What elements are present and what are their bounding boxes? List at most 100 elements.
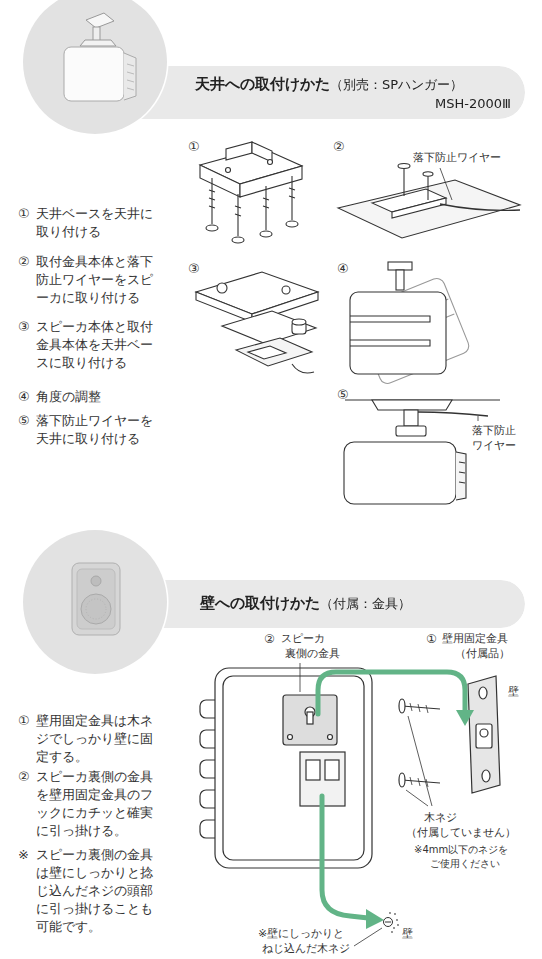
- part-label: 壁: [402, 926, 413, 941]
- bracket-wire-figure: [338, 164, 520, 239]
- step-number: ⑤: [18, 412, 30, 430]
- drawing-stroke: [388, 262, 412, 270]
- drawing-stroke: [292, 319, 306, 325]
- part-label: 壁: [508, 684, 519, 699]
- drawing-stroke: [223, 676, 364, 860]
- step-text: 取付金具本体と落下防止ワイヤーをスピーカに取り付ける: [36, 253, 161, 307]
- drawing-stroke: [344, 442, 456, 504]
- figure-number: ⑤: [337, 386, 349, 404]
- drawing-stroke: [396, 426, 426, 436]
- drawing-stroke: [397, 924, 399, 926]
- part-label: 木ネジ: [424, 810, 457, 825]
- speaker-back: [200, 663, 372, 868]
- step-number: ③: [18, 318, 30, 336]
- part-label: スピーカ: [281, 631, 325, 646]
- drawing-stroke: [72, 563, 120, 635]
- drawing-stroke: [81, 594, 111, 624]
- drawing-stroke: [252, 142, 272, 162]
- drawing-stroke: [391, 931, 393, 933]
- arrow-heads: [366, 710, 474, 929]
- drawing-stroke: [410, 703, 428, 787]
- section-band: 壁への取付けかた（付属：金具）: [120, 580, 525, 628]
- drawing-stroke: [479, 687, 487, 699]
- drawing-stroke: [440, 168, 452, 200]
- drawing-stroke: [260, 231, 272, 237]
- drawing-stroke: [91, 576, 101, 586]
- drawing-stroke: [389, 912, 391, 914]
- section-subheading: （別売：SPハンガー）: [330, 77, 463, 92]
- drawing-stroke: [476, 724, 492, 748]
- drawing-stroke: [64, 47, 124, 101]
- drawing-stroke: [354, 928, 382, 946]
- step-text: スピーカ裏側の金具を壁用固定金具のフックにカチッと確実に引っ掛ける。: [36, 768, 161, 840]
- drawing-stroke: [226, 142, 252, 160]
- drawing-stroke: [232, 237, 244, 243]
- drawing-stroke: [372, 400, 452, 410]
- section-heading: 天井への取付けかた: [195, 75, 330, 93]
- step-text: 壁用固定金具は木ネジでしっかり壁に固定する。: [36, 712, 161, 766]
- step-text: 角度の調整: [36, 388, 161, 406]
- drawing-stroke: [306, 760, 320, 780]
- drawing-stroke: [440, 204, 520, 210]
- part-label: （付属品）: [455, 646, 510, 661]
- figure-group: [389, 912, 399, 933]
- angle-figure: [350, 262, 471, 386]
- drawing-stroke: [226, 168, 231, 173]
- drawing-stroke: [366, 909, 384, 929]
- figure-number: ④: [337, 260, 349, 278]
- step-text: 天井ベースを天井に取り付ける: [36, 205, 161, 241]
- drawing-stroke: [212, 176, 292, 236]
- figure-number: ③: [188, 260, 200, 278]
- wall-bracket: [399, 676, 500, 806]
- drawing-stroke: [80, 40, 116, 46]
- step-number: ①: [18, 712, 30, 730]
- drawing-stroke: [350, 292, 446, 374]
- step-number: ②: [18, 253, 30, 271]
- note-text: スピーカ裏側の金具は壁にしっかりと捻じ込んだネジの頭部に引っ掛けることも可能です…: [36, 846, 161, 936]
- drawing-stroke: [300, 663, 301, 692]
- drawing-stroke: [404, 410, 418, 426]
- drawing-stroke: [427, 176, 428, 200]
- drawing-stroke: [77, 569, 115, 629]
- drawing-stroke: [399, 699, 405, 713]
- drawing-stroke: [215, 668, 372, 868]
- drawing-stroke: [482, 770, 490, 782]
- drawing-stroke: [478, 416, 479, 421]
- drawing-stroke: [468, 676, 500, 793]
- drawing-stroke: [282, 286, 290, 294]
- part-label: 落下防止ワイヤー: [413, 150, 501, 165]
- wall-screw: [354, 912, 399, 946]
- drawing-stroke: [396, 270, 404, 290]
- note-text: ※4mm以下のネジを: [414, 843, 508, 857]
- drawing-stroke: [459, 462, 465, 483]
- drawing-stroke: [217, 283, 227, 293]
- drawing-stroke: [209, 188, 295, 216]
- drawing-stroke: [393, 927, 395, 929]
- drawing-stroke: [86, 13, 114, 28]
- drawing-stroke: [398, 164, 410, 169]
- note-text: ※壁にしっかりと: [258, 926, 344, 941]
- drawing-stroke: [292, 364, 314, 373]
- section-subheading: （付属：金具）: [320, 596, 411, 611]
- drawing-stroke: [240, 166, 302, 197]
- section-band: 天井への取付けかた（別売：SPハンガー） MSH-2000Ⅲ: [120, 66, 525, 119]
- drawing-stroke: [307, 712, 313, 724]
- step-number: ②: [18, 768, 30, 786]
- callout-number: ②: [264, 631, 275, 648]
- part-label: 裏側の金具: [285, 646, 340, 661]
- drawing-stroke: [206, 225, 218, 231]
- wire-figure: [344, 400, 500, 504]
- drawing-stroke: [392, 198, 446, 218]
- drawing-stroke: [283, 695, 337, 745]
- section-subheading: MSH-2000Ⅲ: [195, 94, 511, 113]
- drawing-stroke: [328, 735, 333, 740]
- note-text: ご使用ください: [430, 857, 500, 871]
- part-label: 落下防止ワイヤー: [472, 424, 520, 454]
- callout-number: ①: [426, 631, 437, 648]
- figure-number: ②: [333, 138, 345, 156]
- step-number: ①: [18, 205, 30, 223]
- drawing-stroke: [338, 180, 520, 238]
- drawing-stroke: [288, 735, 293, 740]
- drawing-stroke: [399, 773, 405, 787]
- drawing-stroke: [318, 672, 465, 714]
